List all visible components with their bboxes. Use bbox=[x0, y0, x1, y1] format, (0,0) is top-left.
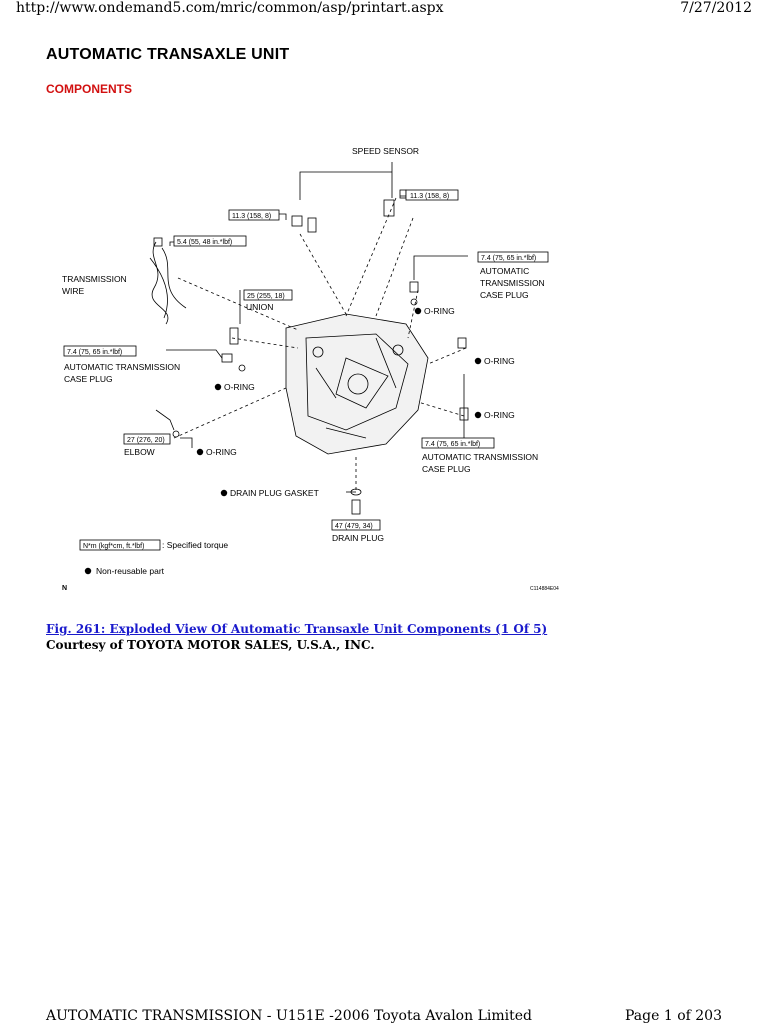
label-drain-plug-gasket: DRAIN PLUG GASKET bbox=[230, 488, 319, 498]
torque-label-case-plug-top-right: 7.4 (75, 65 in.*lbf) bbox=[481, 255, 536, 262]
figure-code: C114884E04 bbox=[530, 586, 559, 592]
torque-label-case-plug-left: 7.4 (75, 65 in.*lbf) bbox=[67, 349, 122, 356]
legend-torque-description: : Specified torque bbox=[162, 540, 228, 550]
courtesy-text: Courtesy of TOYOTA MOTOR SALES, U.S.A., … bbox=[46, 638, 375, 652]
legend-non-reusable: Non-reusable part bbox=[96, 566, 165, 576]
nonreusable-dot-icon bbox=[196, 448, 204, 456]
nonreusable-dot-icon bbox=[474, 411, 482, 419]
nonreusable-dot-icon bbox=[214, 383, 222, 391]
torque-label-wire: 5.4 (55, 48 in.*lbf) bbox=[177, 239, 232, 246]
label-case-plug-tr-line3: CASE PLUG bbox=[480, 290, 529, 300]
label-case-plug-left-line2: CASE PLUG bbox=[64, 374, 113, 384]
page-url: http://www.ondemand5.com/mric/common/asp… bbox=[16, 0, 444, 16]
nonreusable-dot-icon bbox=[474, 357, 482, 365]
exploded-view-diagram: SPEED SENSOR 11.3 (158, 8) 11.3 (158, 8)… bbox=[62, 146, 559, 592]
label-elbow: ELBOW bbox=[124, 447, 155, 457]
torque-label-speed-right: 11.3 (158, 8) bbox=[410, 193, 449, 200]
nonreusable-dot-icon bbox=[220, 489, 228, 497]
label-transmission-wire-line1: TRANSMISSION bbox=[62, 274, 127, 284]
label-union: UNION bbox=[246, 302, 273, 312]
label-case-plug-left-line1: AUTOMATIC TRANSMISSION bbox=[64, 362, 180, 372]
label-case-plug-tr-line2: TRANSMISSION bbox=[480, 278, 545, 288]
print-date: 7/27/2012 bbox=[680, 0, 752, 16]
label-oring-right-low: O-RING bbox=[484, 410, 515, 420]
corner-mark: N bbox=[62, 585, 67, 592]
label-case-plug-br-line1: AUTOMATIC TRANSMISSION bbox=[422, 452, 538, 462]
figure-caption-link[interactable]: Fig. 261: Exploded View Of Automatic Tra… bbox=[46, 622, 548, 636]
footer-page-number: Page 1 of 203 bbox=[625, 1008, 722, 1024]
label-case-plug-br-line2: CASE PLUG bbox=[422, 464, 471, 474]
label-oring-left: O-RING bbox=[224, 382, 255, 392]
label-transmission-wire-line2: WIRE bbox=[62, 286, 85, 296]
label-case-plug-tr-line1: AUTOMATIC bbox=[480, 266, 529, 276]
section-heading: COMPONENTS bbox=[46, 82, 133, 96]
torque-label-elbow: 27 (276, 20) bbox=[127, 437, 165, 444]
nonreusable-dot-icon bbox=[84, 567, 92, 575]
label-speed-sensor: SPEED SENSOR bbox=[352, 146, 419, 156]
torque-label-case-plug-bottom-right: 7.4 (75, 65 in.*lbf) bbox=[425, 441, 480, 448]
footer-document-title: AUTOMATIC TRANSMISSION - U151E -2006 Toy… bbox=[46, 1008, 532, 1024]
torque-label-union: 25 (255, 18) bbox=[247, 293, 285, 300]
label-oring-right-mid: O-RING bbox=[484, 356, 515, 366]
page-title: AUTOMATIC TRANSAXLE UNIT bbox=[46, 46, 290, 63]
torque-label-speed-left: 11.3 (158, 8) bbox=[232, 213, 271, 220]
label-drain-plug: DRAIN PLUG bbox=[332, 533, 384, 543]
label-oring-top-right: O-RING bbox=[424, 306, 455, 316]
label-oring-elbow: O-RING bbox=[206, 447, 237, 457]
legend-torque-box-text: N*m (kgf*cm, ft.*lbf) bbox=[83, 543, 144, 550]
nonreusable-dot-icon bbox=[414, 307, 422, 315]
torque-label-drain-plug: 47 (479, 34) bbox=[335, 523, 373, 530]
